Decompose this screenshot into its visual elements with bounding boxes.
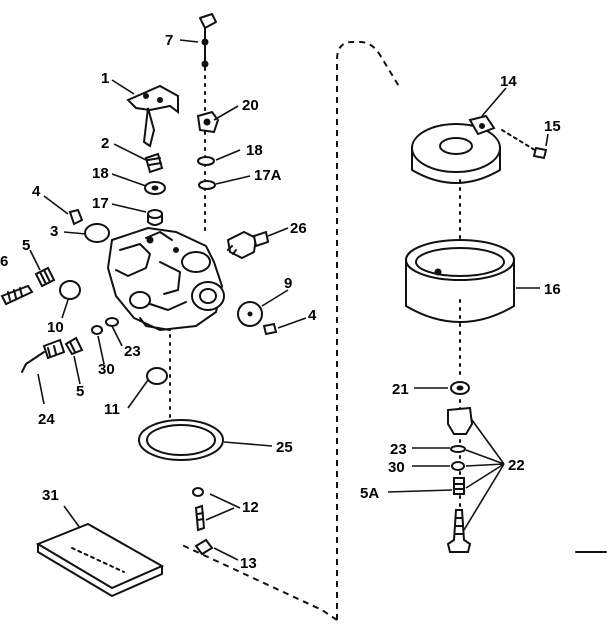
part-23-ring-left bbox=[105, 317, 119, 327]
leader-lines bbox=[29, 39, 549, 561]
part-17A-washer bbox=[198, 180, 216, 190]
label-6: 6 bbox=[0, 253, 8, 270]
part-21-washer bbox=[450, 381, 470, 395]
label-3: 3 bbox=[50, 223, 58, 240]
part-2-spring bbox=[144, 152, 164, 174]
part-14-bowl-cover bbox=[411, 114, 501, 184]
label-11: 11 bbox=[104, 401, 120, 418]
part-9-disc bbox=[237, 301, 263, 327]
part-4-screw-left bbox=[68, 208, 84, 226]
label-30-right: 30 bbox=[388, 459, 405, 476]
label-5A: 5A bbox=[360, 485, 379, 502]
part-18-washer-center bbox=[197, 156, 215, 166]
label-9: 9 bbox=[284, 275, 292, 292]
label-7: 7 bbox=[165, 32, 173, 49]
label-2: 2 bbox=[101, 135, 109, 152]
part-22-nut-assembly bbox=[446, 406, 474, 553]
label-5-lower: 5 bbox=[76, 383, 84, 400]
label-4-left: 4 bbox=[32, 183, 41, 200]
label-13: 13 bbox=[240, 555, 257, 572]
label-24: 24 bbox=[38, 411, 55, 428]
label-1: 1 bbox=[101, 70, 109, 87]
label-18-center: 18 bbox=[246, 142, 263, 159]
part-16-float bbox=[405, 239, 515, 323]
label-5-upper: 5 bbox=[22, 237, 30, 254]
part-31-packet bbox=[35, 522, 165, 597]
label-4-right: 4 bbox=[308, 307, 317, 324]
label-30-left: 30 bbox=[98, 361, 115, 378]
part-3-plug bbox=[84, 223, 110, 243]
part-labels: 7 1 20 2 18 18 17A 4 17 3 26 6 5 9 4 10 … bbox=[0, 32, 561, 572]
part-5-spring-lower bbox=[64, 336, 84, 356]
label-17A: 17A bbox=[254, 167, 282, 184]
part-25-gasket bbox=[138, 419, 224, 461]
label-17: 17 bbox=[92, 195, 109, 212]
part-7-needle-screw bbox=[199, 13, 217, 68]
part-13-pin bbox=[194, 538, 214, 556]
label-15: 15 bbox=[544, 118, 561, 135]
label-20: 20 bbox=[242, 97, 259, 114]
label-26: 26 bbox=[290, 220, 307, 237]
label-21: 21 bbox=[392, 381, 409, 398]
part-10-disc bbox=[59, 280, 81, 300]
part-26-elbow bbox=[226, 230, 270, 260]
part-12-fasteners bbox=[192, 487, 206, 532]
label-16: 16 bbox=[544, 281, 561, 298]
part-30-ring-left bbox=[91, 325, 103, 335]
carburetor-body bbox=[106, 226, 225, 332]
part-17-seat bbox=[147, 209, 163, 226]
label-23-right: 23 bbox=[390, 441, 407, 458]
label-22: 22 bbox=[508, 457, 525, 474]
part-20-fitting bbox=[196, 110, 220, 134]
part-24-needle bbox=[21, 338, 66, 373]
part-5-spring-upper bbox=[34, 266, 56, 288]
part-15-screw bbox=[501, 129, 548, 160]
part-4-screw-right bbox=[262, 322, 278, 336]
label-10: 10 bbox=[47, 319, 64, 336]
label-18-left: 18 bbox=[92, 165, 109, 182]
label-14: 14 bbox=[500, 73, 517, 90]
part-18-washer-left bbox=[144, 181, 166, 195]
part-11-plug bbox=[146, 367, 168, 385]
part-6-screw bbox=[0, 284, 34, 306]
label-31: 31 bbox=[42, 487, 59, 504]
label-23-left: 23 bbox=[124, 343, 141, 360]
label-25: 25 bbox=[276, 439, 293, 456]
label-12: 12 bbox=[242, 499, 259, 516]
part-1-bracket bbox=[126, 84, 179, 148]
